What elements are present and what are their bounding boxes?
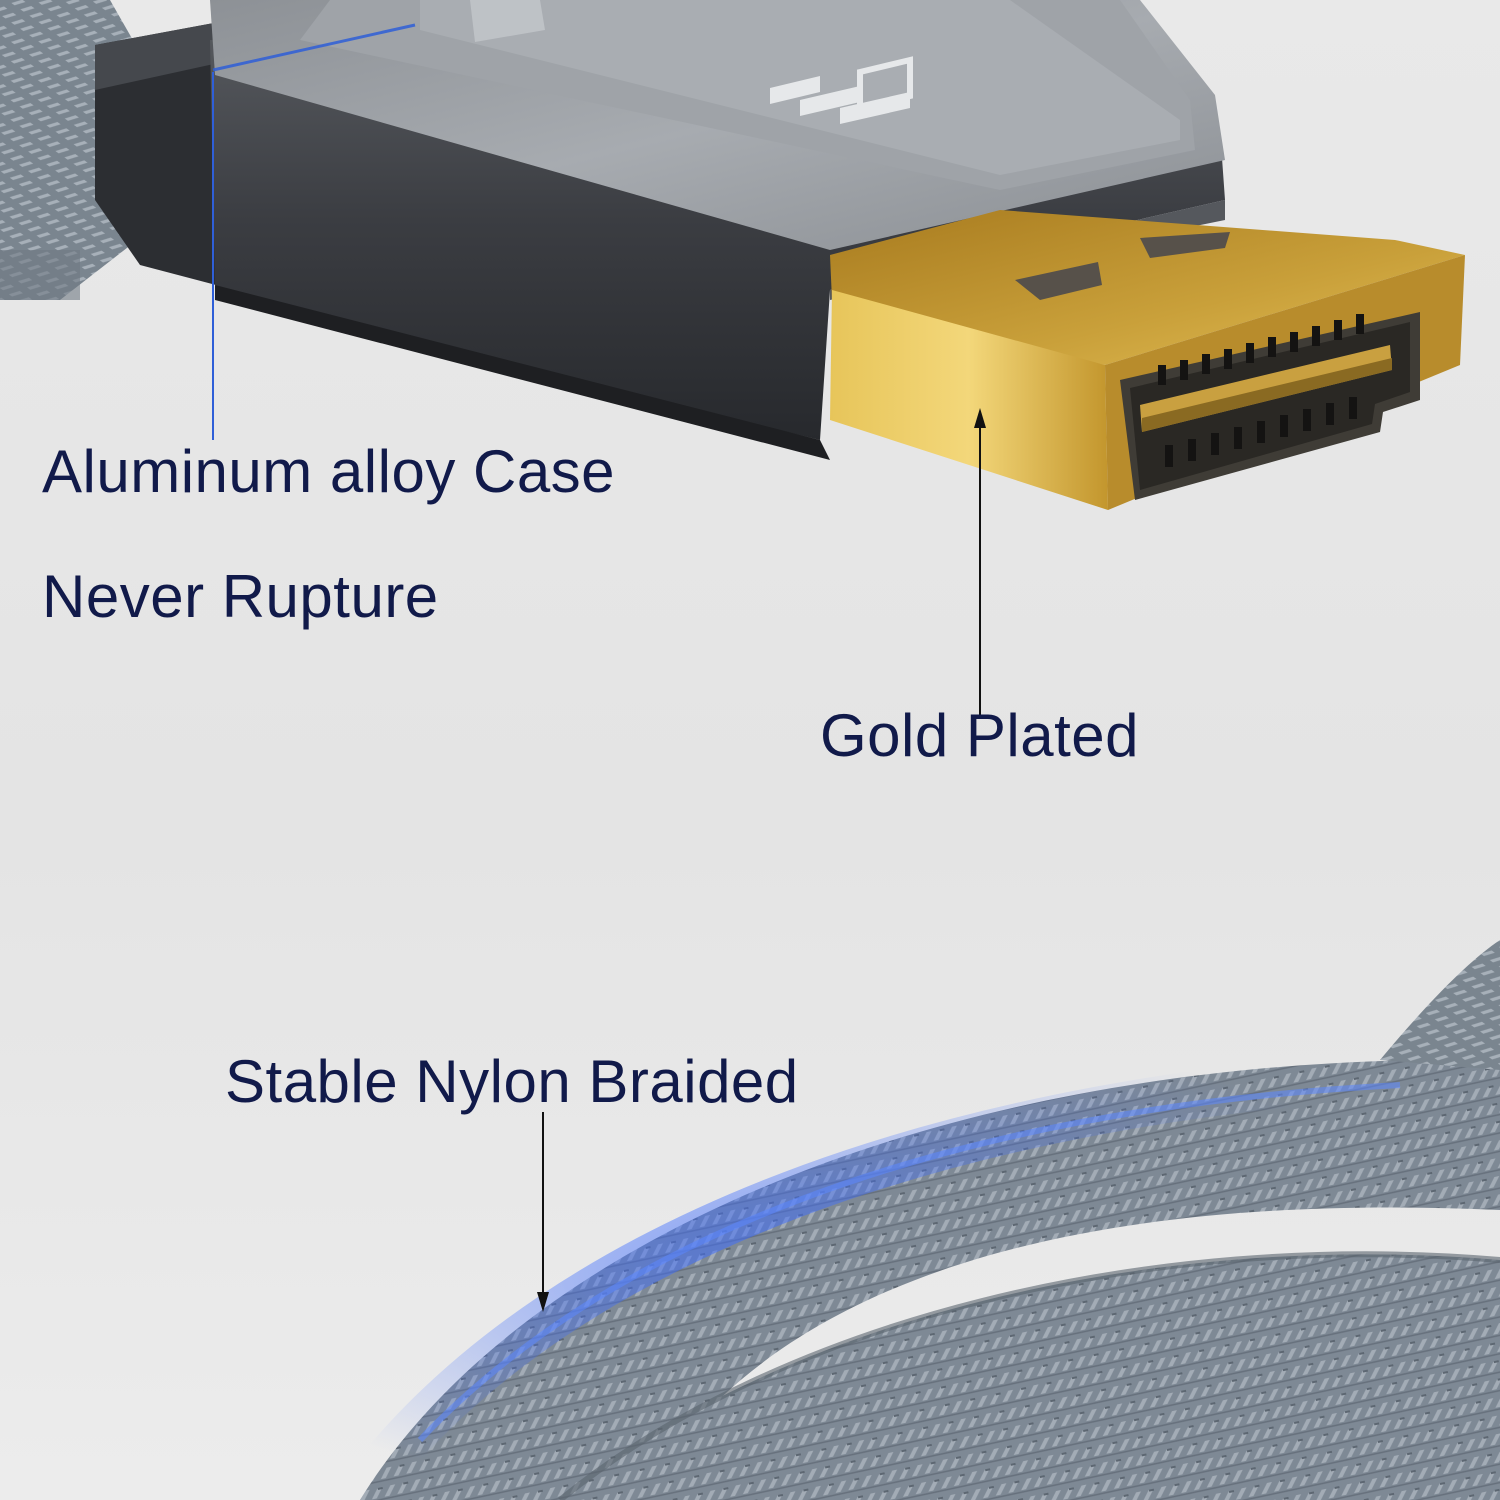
never-rupture-label: Never Rupture [42,563,439,630]
dp-logo-icon [770,56,913,124]
aluminum-case-label: Aluminum alloy Case [42,438,616,505]
gold-plated-plug [830,210,1465,510]
nylon-braided-label: Stable Nylon Braided [225,1048,799,1115]
gold-arrow-icon [974,408,986,428]
strain-relief [95,20,235,290]
spec-print-icon [470,0,545,42]
nylon-braided-cable [360,940,1500,1500]
gold-plated-label: Gold Plated [820,702,1140,769]
nylon-arrow-icon [537,1292,549,1312]
